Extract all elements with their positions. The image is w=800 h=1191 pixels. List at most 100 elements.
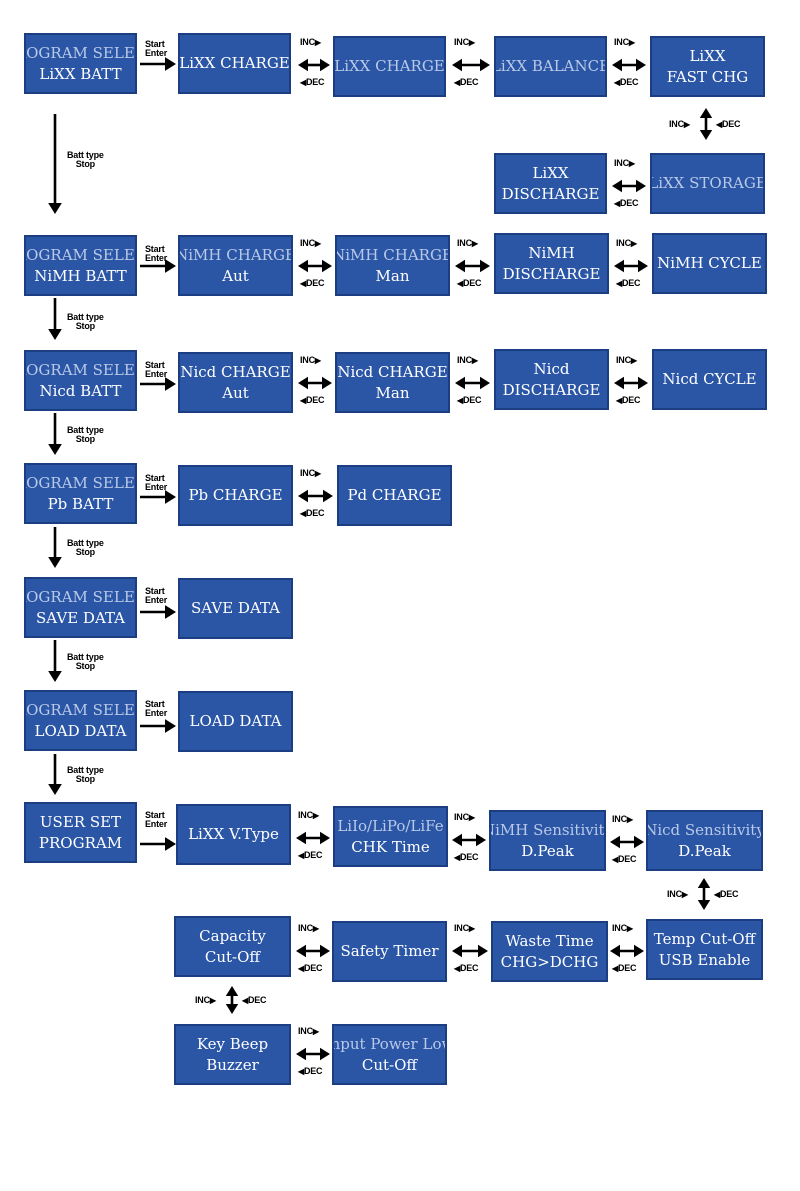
box-line: Pd CHARGE [347,486,442,504]
inc-label: INC [298,923,313,933]
inc-tag: INC▶ [454,38,475,48]
triangle-right-icon: ▶ [312,811,319,820]
inc-tag: INC▶ [614,38,635,48]
left-arrowhead [455,259,465,273]
start-enter-tag: Start Enter [145,700,167,718]
triangle-left-icon: ◀ [614,199,620,208]
inc-label: INC [454,923,469,933]
inc-tag: INC▶ [457,356,478,366]
box-line: Aut [222,266,249,285]
triangle-left-icon: ◀ [457,279,463,288]
box-line: Capacity [199,926,266,945]
box-line: Nicd [533,359,570,378]
nicd-cycle-box: Nicd CYCLE [652,349,767,410]
triangle-right-icon: ▶ [314,356,321,365]
triangle-right-icon: ▶ [628,159,635,168]
dec-tag: ◀DEC [614,78,639,88]
batt-type-stop-tag: Batt type Stop [67,766,104,784]
triangle-right-icon: ▶ [209,996,216,1005]
box-line: Nicd BATT [39,381,122,400]
start-enter-tag: Start Enter [145,245,167,263]
dec-label: DEC [459,963,479,973]
right-arrowhead [480,58,490,72]
inc-tag: INC▶ [614,159,635,169]
batt-type-label: Batt type [67,652,104,662]
nicd-discharge-box: Nicd DISCHARGE [494,349,609,410]
dec-tag: ◀DEC [298,1067,323,1077]
box-line: LiXX BATT [39,64,122,83]
box-line: SAVE DATA [36,608,125,627]
box-line: LiXX CHARGE [179,54,290,72]
right-arrowhead [634,835,644,849]
box-line: Temp Cut-Off [653,929,756,948]
box-line: Cut-Off [204,947,261,966]
down-arrowhead [48,203,62,214]
box-line: PROGRAM SELECT [26,245,135,264]
save-data-box: SAVE DATA [178,578,293,639]
box-line: Nicd CHARGE [337,362,448,381]
box-line: LiXX [532,163,569,182]
dec-label: DEC [621,278,641,288]
triangle-left-icon: ◀ [298,851,304,860]
triangle-left-icon: ◀ [616,279,622,288]
inc-tag: INC▶ [454,923,475,934]
left-arrowhead [298,58,308,72]
box-line: LiXX BALANCE [494,57,607,75]
forward-arrowhead [165,57,176,71]
box-line: NiMH CHARGE [178,245,293,264]
dec-label: DEC [305,278,325,288]
right-arrowhead [320,1047,330,1061]
forward-arrowhead [165,719,176,733]
dec-tag: ◀DEC [716,120,741,130]
safety-timer-box: Safety Timer [332,921,447,982]
triangle-left-icon: ◀ [454,78,460,87]
inc-tag: INC▶ [298,923,319,934]
inc-tag: INC▶ [454,813,475,823]
box-line: PROGRAM SELECT [26,43,135,62]
right-arrowhead [322,376,332,390]
batt-type-label: Batt type [67,765,104,775]
lixx-balance-box: LiXX BALANCE [494,36,607,97]
box-line: Nicd CYCLE [662,370,757,388]
program-select-nicd-batt: PROGRAM SELECT Nicd BATT [24,350,137,411]
dec-tag: ◀DEC [454,78,479,88]
box-line: Nicd CHARGE [180,362,291,381]
inc-label: INC [298,1026,313,1036]
triangle-left-icon: ◀ [300,509,306,518]
dec-tag: ◀DEC [457,279,482,289]
pd-charge-box: Pd CHARGE [337,465,452,526]
right-arrowhead [478,944,488,958]
dec-tag: ◀DEC [454,853,479,863]
dec-label: DEC [462,395,482,405]
inc-label: INC [667,889,682,899]
down-arrowhead [48,329,62,340]
down-arrowhead [48,671,62,682]
box-line: LOAD DATA [34,721,127,740]
right-arrowhead [634,944,644,958]
nicd-sensitivity-box: Nicd Sensitivity D.Peak [646,810,763,871]
inc-tag: INC▶ [616,239,637,249]
box-line: Nicd Sensitivity [646,820,763,839]
inc-label: INC [300,37,315,47]
inc-label: INC [195,995,210,1005]
stop-label: Stop [75,434,95,444]
temp-cutoff-box: Temp Cut-Off USB Enable [646,919,763,980]
forward-arrowhead [165,837,176,851]
stop-label: Stop [75,547,95,557]
down-arrowhead [697,900,711,910]
down-arrowhead [48,784,62,795]
dec-label: DEC [305,395,325,405]
triangle-left-icon: ◀ [300,279,306,288]
inc-label: INC [300,355,315,365]
up-arrowhead [225,986,239,996]
start-enter-tag: Start Enter [145,811,167,829]
start-label: Start [145,244,165,254]
inc-label: INC [457,238,472,248]
triangle-right-icon: ▶ [312,1027,319,1036]
inc-label: INC [612,814,627,824]
left-arrowhead [612,58,622,72]
program-select-load-data: PROGRAM SELECT LOAD DATA [24,690,137,751]
dec-label: DEC [247,995,267,1005]
inc-label: INC [616,355,631,365]
